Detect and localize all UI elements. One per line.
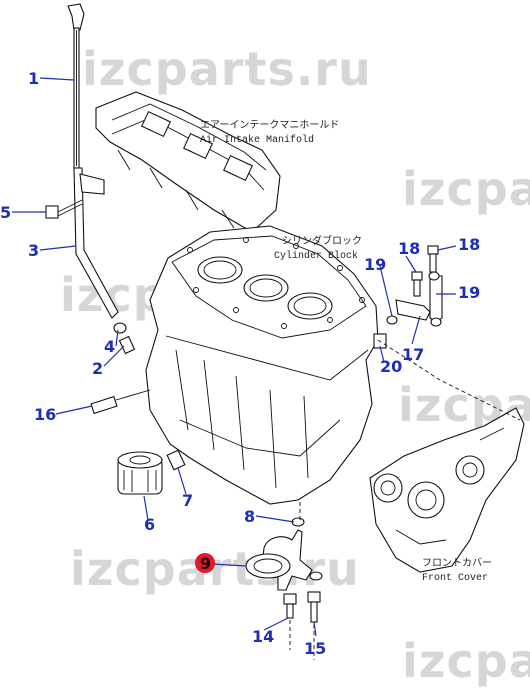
callout-1[interactable]: 1 — [28, 69, 39, 88]
bolt-15 — [307, 571, 323, 623]
bolt-14 — [283, 593, 297, 619]
oil-filter-6 — [117, 451, 163, 495]
manifold-label-en: Air Intake Manifold — [200, 134, 314, 146]
o-ring-4 — [113, 322, 127, 334]
callout-9[interactable]: 9 — [200, 554, 211, 573]
parts-diagram: izcparts.ru izcparts.ru izcparts.ru izcp… — [0, 3, 530, 688]
diagram-drawing: エアーインテークマニホールド Air Intake Manifold シリンダブ… — [0, 3, 525, 660]
nipple-7 — [166, 449, 186, 471]
callout-9-highlight — [195, 553, 215, 573]
callout-7[interactable]: 7 — [182, 491, 193, 510]
washer-19 — [386, 271, 442, 327]
dipstick — [67, 3, 85, 169]
callout-2[interactable]: 2 — [92, 359, 103, 378]
front-cover-label-en: Front Cover — [422, 573, 488, 584]
callout-19a[interactable]: 19 — [364, 255, 386, 274]
callout-17[interactable]: 17 — [402, 345, 424, 364]
sensor-16 — [90, 389, 151, 415]
pipe-bracket-17 — [395, 275, 443, 323]
callout-6[interactable]: 6 — [144, 515, 155, 534]
callout-15[interactable]: 15 — [304, 639, 326, 658]
oil-strainer-pipe — [245, 517, 313, 591]
adapter-2 — [118, 335, 136, 355]
bolt-5 — [45, 199, 83, 219]
front-cover-label-jp: フロントカバー — [422, 557, 492, 570]
air-intake-manifold — [95, 91, 281, 233]
block-label-en: Cylinder Block — [274, 250, 358, 262]
callout-8[interactable]: 8 — [244, 507, 255, 526]
callout-20[interactable]: 20 — [380, 357, 402, 376]
callout-5[interactable]: 5 — [0, 203, 11, 222]
callout-numbers: 1 5 3 4 2 16 6 7 8 9 14 15 17 18 18 19 1… — [0, 69, 480, 658]
callout-4[interactable]: 4 — [104, 337, 115, 356]
front-cover — [369, 407, 525, 573]
callout-18a[interactable]: 18 — [398, 239, 420, 258]
block-label-jp: シリンダブロック — [282, 234, 362, 248]
callout-14[interactable]: 14 — [252, 627, 274, 646]
callout-16[interactable]: 16 — [34, 405, 56, 424]
callout-18b[interactable]: 18 — [458, 235, 480, 254]
gasket-9 — [245, 553, 291, 579]
manifold-label-jp: エアーインテークマニホールド — [200, 119, 339, 132]
leader-lines — [12, 77, 457, 637]
cylinder-block — [145, 225, 379, 505]
callout-3[interactable]: 3 — [28, 241, 39, 260]
dipstick-guide-tube — [73, 167, 119, 319]
callout-19b[interactable]: 19 — [458, 283, 480, 302]
